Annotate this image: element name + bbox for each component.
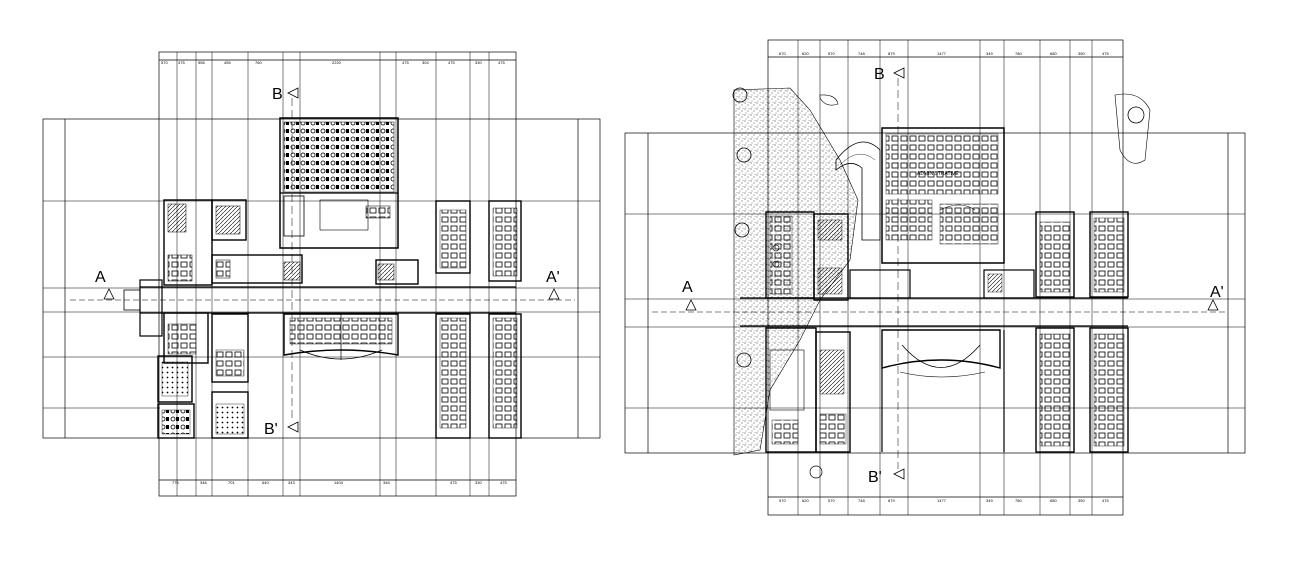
right-south-block (765, 327, 1005, 479)
tree-symbol (736, 352, 752, 368)
left-section-b-prime-label: B' (264, 421, 278, 438)
dimension-label: 346 (383, 480, 390, 485)
right-section-b-prime-label: B' (868, 469, 882, 486)
left-section-a-prime-label: A' (546, 269, 560, 286)
dimension-label: 475 (1102, 498, 1109, 503)
dimension-label: 346 (200, 480, 207, 485)
section-a-prime-arrow (1207, 299, 1219, 311)
dimension-label: 620 (802, 51, 809, 56)
dimension-label: 680 (1050, 498, 1057, 503)
left-right-wing-south (435, 313, 522, 439)
right-section-a-label: A (682, 279, 693, 296)
right-section-a-prime-label: A' (1210, 284, 1224, 301)
left-floor-plan (42, 51, 601, 497)
tree-symbol (736, 147, 752, 163)
section-a-prime-arrow (548, 288, 560, 300)
dimension-label: 748 (858, 51, 865, 56)
dimension-label: 475 (402, 60, 409, 65)
dimension-label: 304 (422, 60, 429, 65)
section-b-arrow (893, 67, 905, 79)
dimension-label: 475 (450, 480, 457, 485)
dimension-label: 475 (448, 60, 455, 65)
dimension-label: 343 (288, 480, 295, 485)
left-right-wing-north (435, 200, 522, 282)
admin-room-label: ADMINISTRATIVE (917, 171, 959, 177)
dimension-label: 349 (986, 51, 993, 56)
dimension-label: 570 (828, 51, 835, 56)
dimension-label: 475 (1102, 51, 1109, 56)
dimension-label: 1404 (334, 480, 344, 485)
dimension-label: 760 (255, 60, 262, 65)
right-admin-block (881, 127, 1005, 264)
tree-symbol (732, 87, 748, 103)
dimension-label: 570 (828, 498, 835, 503)
tree-symbol (1127, 106, 1145, 124)
right-top-dimensions: 670 620 570 748 879 1477 349 780 680 350… (779, 51, 1109, 56)
dimension-label: 701 (228, 480, 235, 485)
dimension-label: 748 (858, 498, 865, 503)
dimension-label: 330 (475, 480, 482, 485)
section-a-arrow (103, 288, 115, 300)
dimension-label: 455 (224, 60, 231, 65)
right-west-wing (765, 211, 911, 301)
dimension-label: 680 (1050, 51, 1057, 56)
left-wing-north (163, 199, 419, 286)
dimension-label: 570 (779, 498, 786, 503)
dimension-label: 1477 (937, 51, 947, 56)
left-top-block (279, 117, 399, 249)
dimension-label: 556 (198, 60, 205, 65)
dimension-label: 640 (262, 480, 269, 485)
dimension-label: 475 (498, 60, 505, 65)
left-horizontal-frame (42, 118, 601, 439)
section-b-arrow (287, 87, 299, 99)
dimension-label: 570 (161, 60, 168, 65)
dimension-label: 620 (802, 498, 809, 503)
dimension-label: 879 (888, 498, 895, 503)
right-bottom-dimensions: 570 620 570 748 879 1477 349 780 680 350… (779, 498, 1109, 503)
dimension-label: 780 (1015, 51, 1022, 56)
dimension-label: 2220 (332, 60, 342, 65)
left-bottom-dimensions: 776 346 701 640 343 1404 346 475 330 475 (172, 480, 507, 485)
right-section-b-label: B (874, 66, 885, 83)
right-corridor (652, 297, 1226, 327)
tree-symbol (734, 222, 750, 238)
left-south-block (157, 312, 399, 439)
dimension-label: 475 (178, 60, 185, 65)
dimension-label: 780 (1015, 498, 1022, 503)
dimension-label: 349 (986, 498, 993, 503)
dimension-label: 670 (779, 51, 786, 56)
section-b-prime-arrow (287, 421, 299, 433)
left-top-dimensions: 570 475 556 455 760 2220 475 304 475 330… (161, 60, 505, 65)
left-section-a-label: A (95, 269, 106, 286)
dimension-label: 776 (172, 480, 179, 485)
right-floor-plan (624, 39, 1246, 516)
dimension-label: 330 (475, 60, 482, 65)
right-grid-lines (625, 40, 1245, 515)
dimension-label: 350 (1078, 51, 1085, 56)
right-east-wing-south (1035, 327, 1129, 453)
dimension-label: 1477 (937, 498, 947, 503)
section-a-arrow (685, 299, 697, 311)
right-east-wing-north (983, 211, 1129, 299)
dimension-label: 879 (888, 51, 895, 56)
dimension-label: 475 (500, 480, 507, 485)
dimension-label: 350 (1078, 498, 1085, 503)
left-section-b-label: B (272, 86, 283, 103)
right-horizontal-frame (624, 132, 1246, 454)
section-b-prime-arrow (893, 468, 905, 480)
